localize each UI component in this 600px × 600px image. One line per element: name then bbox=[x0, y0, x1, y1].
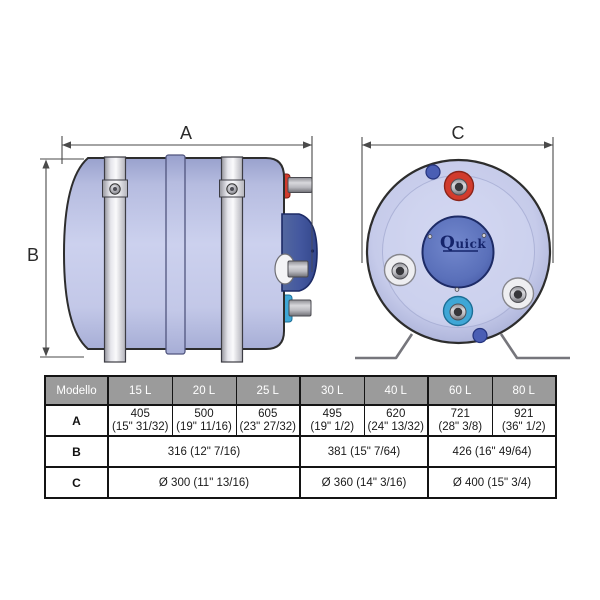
dimensions-table: Modello 15 L 20 L 25 L 30 L 40 L 60 L 80… bbox=[44, 375, 557, 499]
cell-b-30-40l: 381 (15" 7/64) bbox=[299, 435, 429, 468]
row-label-c: C bbox=[44, 466, 109, 499]
cell-a-25l: 605(23" 27/32) bbox=[235, 404, 301, 437]
anode-plug-top bbox=[425, 164, 441, 180]
row-label-a: A bbox=[44, 404, 109, 437]
cold-water-fitting-front bbox=[442, 295, 474, 327]
header-25l: 25 L bbox=[235, 375, 301, 406]
cell-a-80l: 921(36" 1/2) bbox=[491, 404, 557, 437]
cell-c-30-40l: Ø 360 (14" 3/16) bbox=[299, 466, 429, 499]
header-20l: 20 L bbox=[171, 375, 237, 406]
hot-nipple bbox=[287, 177, 313, 193]
arrow-left-icon bbox=[362, 141, 371, 149]
cell-a-20l: 500(19" 11/16) bbox=[171, 404, 237, 437]
header-60l: 60 L bbox=[427, 375, 493, 406]
flange-screw-icon bbox=[454, 287, 460, 292]
cell-a-60l: 721(28" 3/8) bbox=[427, 404, 493, 437]
header-15l: 15 L bbox=[107, 375, 173, 406]
header-modello: Modello bbox=[44, 375, 109, 406]
flange-screw-icon bbox=[481, 233, 487, 238]
cold-nipple bbox=[288, 299, 312, 317]
cell-c-60-80l: Ø 400 (15" 3/4) bbox=[427, 466, 557, 499]
arrow-up-icon bbox=[42, 159, 50, 169]
center-band bbox=[165, 154, 186, 355]
technical-drawing: A B bbox=[27, 123, 570, 363]
flange-screw-icon bbox=[427, 234, 433, 239]
cell-b-60-80l: 426 (16" 49/64) bbox=[427, 435, 557, 468]
dim-a-label: A bbox=[180, 123, 192, 143]
cell-b-15-25l: 316 (12" 7/16) bbox=[107, 435, 301, 468]
dim-c-label: C bbox=[452, 123, 465, 143]
header-row: Modello 15 L 20 L 25 L 30 L 40 L 60 L 80… bbox=[44, 375, 557, 406]
arrow-right-icon bbox=[303, 141, 312, 149]
hot-water-fitting-front bbox=[443, 170, 475, 202]
cell-a-40l: 620(24" 13/32) bbox=[363, 404, 429, 437]
coil-fitting-left bbox=[383, 253, 417, 287]
header-80l: 80 L bbox=[491, 375, 557, 406]
side-view: A B bbox=[27, 123, 318, 363]
dimension-b bbox=[40, 158, 84, 358]
row-dimension-a: A 405(15" 31/32) 500(19" 11/16) 605(23" … bbox=[44, 404, 557, 437]
anode-plug-bottom bbox=[472, 327, 488, 344]
arrow-down-icon bbox=[42, 347, 50, 357]
mounting-strap-front bbox=[102, 156, 128, 363]
cell-a-30l: 495(19" 1/2) bbox=[299, 404, 365, 437]
center-fitting-side bbox=[274, 253, 309, 285]
dimension-c bbox=[361, 137, 554, 263]
cell-a-15l: 405(15" 31/32) bbox=[107, 404, 173, 437]
header-30l: 30 L bbox=[299, 375, 365, 406]
row-dimension-c: C Ø 300 (11" 13/16) Ø 360 (14" 3/16) Ø 4… bbox=[44, 466, 557, 499]
center-nipple bbox=[287, 260, 309, 278]
arrow-left-icon bbox=[62, 141, 71, 149]
coil-fitting-right bbox=[501, 277, 535, 310]
brand-logo: Quick bbox=[440, 233, 486, 253]
dim-b-label: B bbox=[27, 245, 39, 265]
row-label-b: B bbox=[44, 435, 109, 468]
mounting-strap-rear bbox=[219, 156, 245, 363]
row-dimension-b: B 316 (12" 7/16) 381 (15" 7/64) 426 (16"… bbox=[44, 435, 557, 468]
header-40l: 40 L bbox=[363, 375, 429, 406]
cell-c-15-25l: Ø 300 (11" 13/16) bbox=[107, 466, 301, 499]
element-flange bbox=[421, 215, 495, 289]
mounting-feet bbox=[355, 333, 570, 360]
arrow-right-icon bbox=[544, 141, 553, 149]
front-view: C Quick bbox=[355, 123, 570, 360]
